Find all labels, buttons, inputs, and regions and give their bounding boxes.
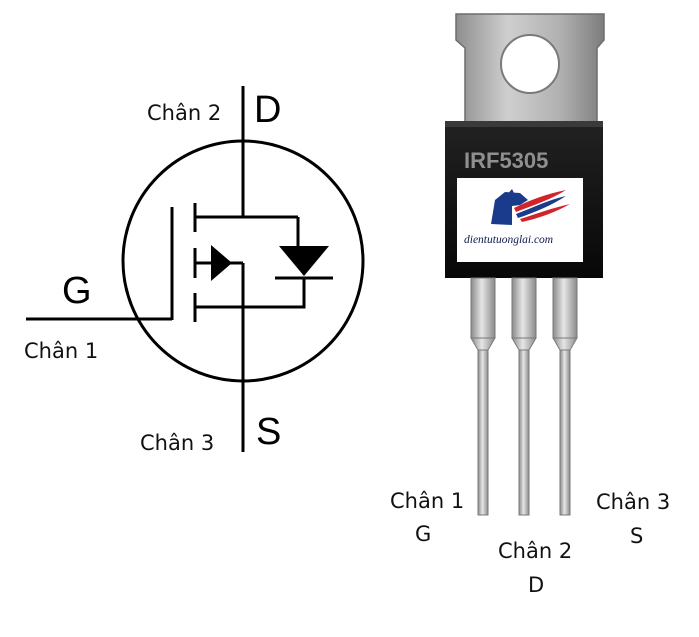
channel-arrow: [211, 245, 232, 281]
source-letter: S: [256, 411, 281, 453]
lead-source: [552, 277, 578, 516]
leg-3-terminal-label: S: [630, 524, 643, 548]
gate-pin-label: Chân 1: [24, 339, 98, 363]
horse-logo-icon: [491, 189, 570, 225]
mosfet-symbol: D G S Chân 2 Chân 1 Chân 3: [24, 86, 365, 455]
leg-1-pin-label: Chân 1: [390, 489, 464, 513]
lead-gate: [470, 277, 496, 516]
drain-letter: D: [254, 89, 281, 131]
mounting-hole: [500, 34, 560, 94]
leg-3-pin-label: Chân 3: [596, 490, 670, 514]
gate-letter: G: [62, 270, 92, 312]
drain-pin-label: Chân 2: [147, 101, 221, 125]
body-diode: [279, 246, 329, 276]
logo-text: dientutuonglai.com: [464, 234, 553, 246]
diode-bottom-lead: [243, 278, 306, 309]
package-body-bevel: [445, 121, 603, 127]
leg-2-pin-label: Chân 2: [498, 539, 572, 563]
to220-package: IRF5305 dientutuonglai.com Chân: [390, 13, 670, 597]
part-number: IRF5305: [464, 148, 548, 173]
leg-1-terminal-label: G: [415, 522, 431, 546]
source-pin-label: Chân 3: [140, 431, 214, 455]
lead-drain: [511, 277, 537, 516]
leg-2-terminal-label: D: [528, 573, 544, 597]
